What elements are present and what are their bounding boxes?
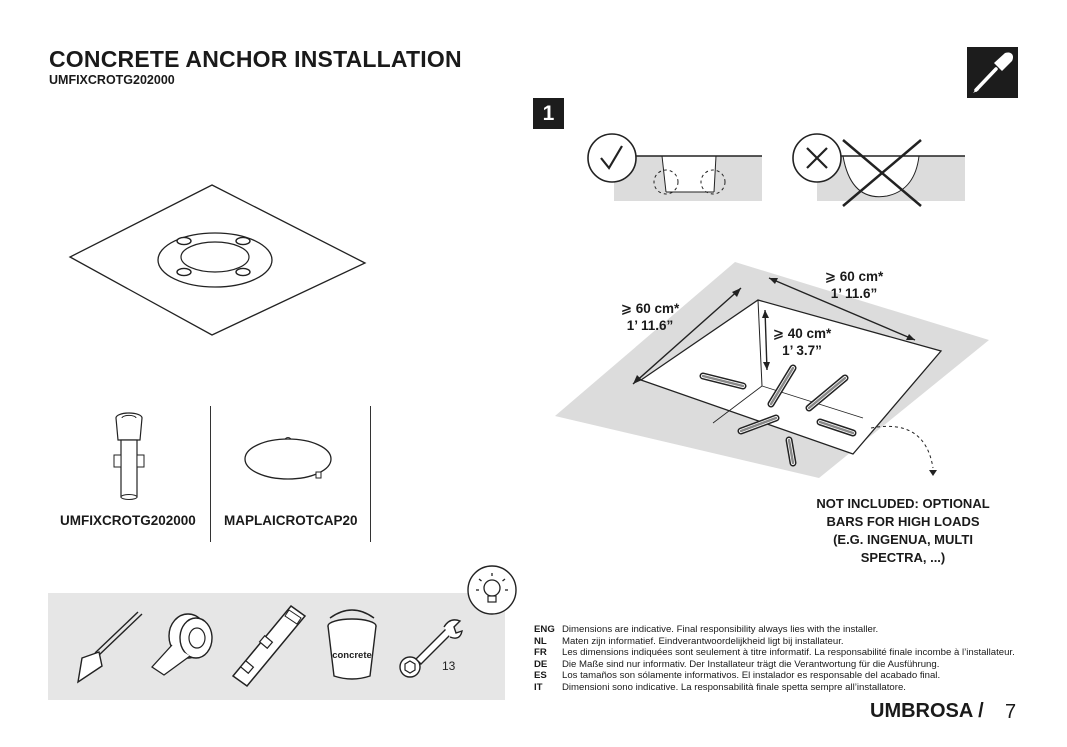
divider	[210, 406, 211, 542]
step-number: 1	[533, 98, 564, 129]
part-label-anchor: UMFIXCROTG202000	[60, 513, 196, 528]
dimension-depth: ⩾ 40 cm* 1’ 3.7”	[772, 326, 832, 358]
pit-illustration	[555, 262, 989, 478]
brand-name: UMBROSA /	[870, 700, 984, 722]
product-code: UMFIXCROTG202000	[49, 73, 175, 87]
cap-disc-icon	[244, 437, 332, 480]
bucket-icon: concrete	[327, 609, 377, 680]
lightbulb-icon	[467, 565, 517, 615]
spirit-level-icon	[231, 604, 307, 688]
checkmark-icon	[587, 133, 637, 183]
tape-roll-icon	[151, 613, 213, 676]
hole-incorrect-illustration	[792, 133, 965, 207]
part-label-cap: MAPLAICROTCAP20	[224, 513, 358, 528]
divider	[370, 406, 371, 542]
hole-correct-illustration	[587, 133, 762, 201]
dimension-width: ⩾ 60 cm* 1’ 11.6”	[620, 301, 680, 333]
wrench-icon: 13	[399, 619, 463, 678]
anchor-plate-illustration	[68, 184, 367, 336]
trowel-icon	[77, 611, 143, 684]
wrench-size: 13	[442, 659, 456, 673]
page-number: 7	[1005, 701, 1017, 723]
anchor-tube-icon	[113, 412, 145, 500]
bucket-label: concrete	[332, 650, 372, 661]
optional-bars-note: NOT INCLUDED: OPTIONAL BARS FOR HIGH LOA…	[816, 496, 990, 565]
screwdriver-icon	[967, 47, 1018, 98]
page-title: CONCRETE ANCHOR INSTALLATION	[49, 46, 462, 72]
dimension-length: ⩾ 60 cm* 1’ 11.6”	[824, 269, 884, 301]
